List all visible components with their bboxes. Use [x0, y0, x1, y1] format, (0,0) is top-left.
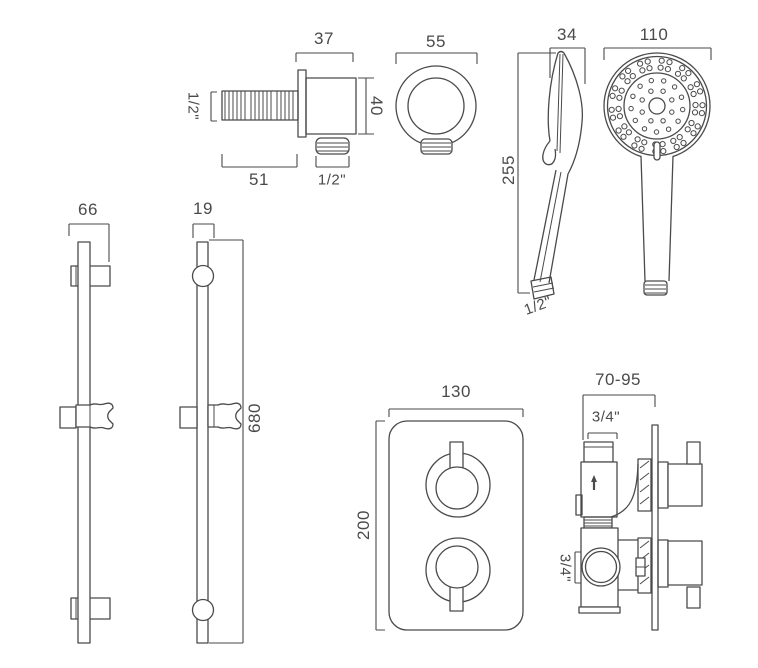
dim-label-elbow-length: 51 [249, 170, 269, 189]
dim-label-elbow-width: 37 [314, 29, 334, 48]
dim-label-handset-depth: 34 [557, 25, 577, 44]
dim-label-handset-diameter: 110 [639, 25, 669, 44]
wall-outlet-front-view [395, 52, 478, 155]
slide-rail-front-view [179, 223, 244, 644]
dim-label-elbow-outlet: 1/2" [317, 171, 347, 189]
dim-label-rail-bracket: 66 [78, 200, 98, 219]
dim-label-valve-top-connection: 3/4" [591, 408, 621, 426]
dim-label-valve-depth: 70-95 [595, 370, 641, 389]
dim-label-rail-width: 19 [193, 199, 213, 218]
dim-label-valve-height: 200 [354, 510, 373, 540]
valve-front-view [375, 408, 524, 631]
dim-label-outlet-diameter: 55 [426, 32, 446, 51]
handset-side-view [517, 47, 586, 300]
dim-label-rail-length: 680 [245, 403, 264, 433]
wall-outlet-side-view [210, 52, 374, 168]
dim-label-valve-width: 130 [441, 382, 471, 401]
slide-rail-side-view [59, 223, 114, 644]
dim-label-handset-length: 255 [499, 155, 518, 185]
dim-label-elbow-inlet: 1/2" [184, 91, 202, 121]
dim-label-elbow-height: 40 [367, 96, 386, 116]
dim-label-valve-bottom-connection: 3/4" [556, 553, 574, 583]
handset-front-view [603, 47, 712, 296]
valve-side-view [574, 394, 703, 631]
